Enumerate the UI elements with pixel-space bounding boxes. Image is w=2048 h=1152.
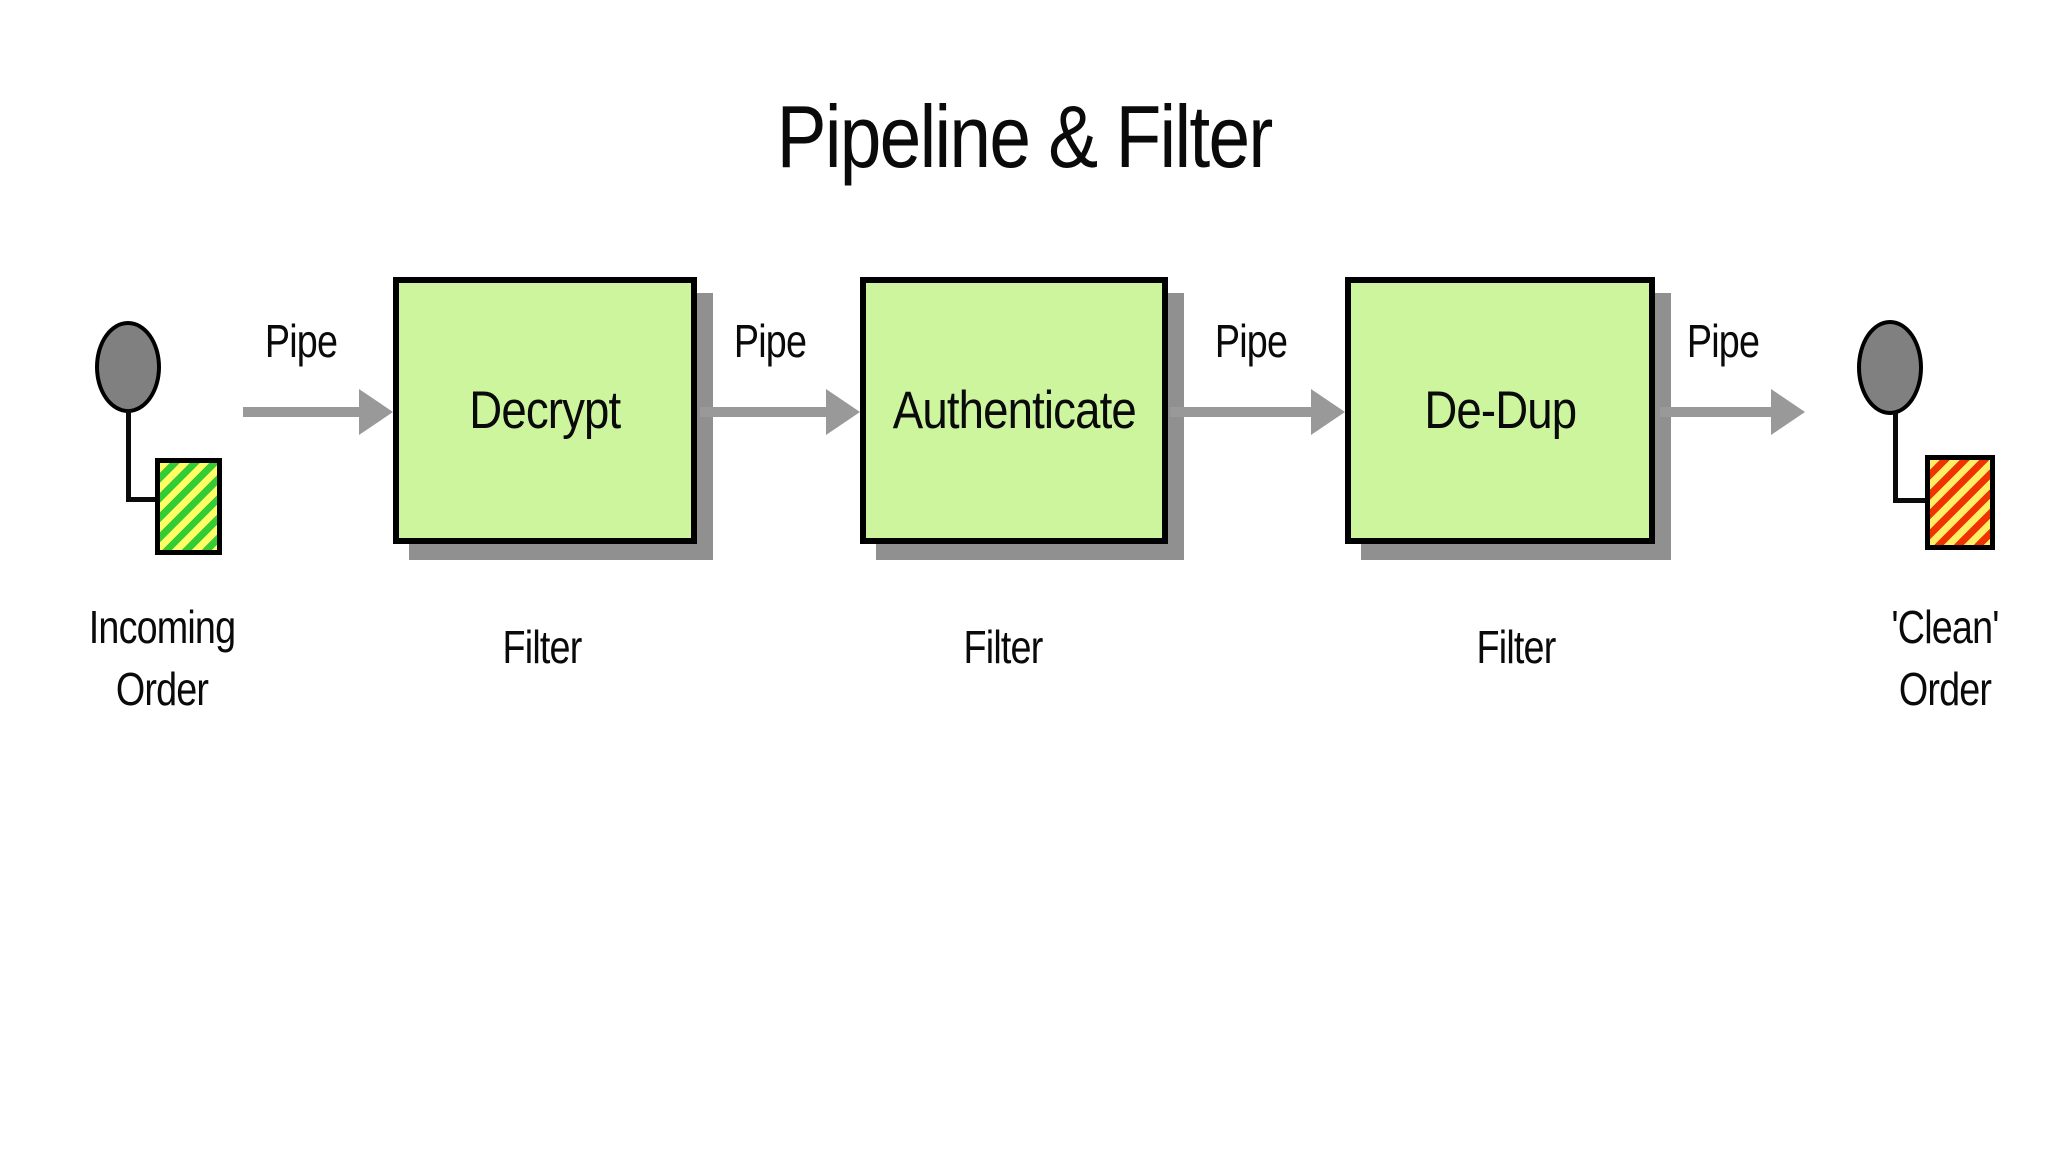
filter-caption-2: Filter <box>963 621 1044 673</box>
pipe-label-3: Pipe <box>1214 315 1288 367</box>
connector-line <box>126 497 160 502</box>
clean-order-label-line1: 'Clean' <box>1891 601 1999 653</box>
incoming-order-label-line1: Incoming <box>88 601 236 653</box>
clean-order-label: 'Clean' Order <box>1891 596 1999 720</box>
filter-caption-3: Filter <box>1476 621 1557 673</box>
clean-order-document-icon <box>1925 455 1995 550</box>
incoming-order-label-line2: Order <box>115 663 209 715</box>
pipe-label-1: Pipe <box>264 315 338 367</box>
clean-order-label-line2: Order <box>1898 663 1992 715</box>
page-title: Pipeline & Filter <box>0 86 2048 188</box>
pipe-arrowhead-icon <box>826 389 860 435</box>
pipe-arrowhead-icon <box>1311 389 1345 435</box>
filter-box-authenticate: Authenticate <box>860 277 1168 544</box>
clean-order-node-icon <box>1857 320 1923 415</box>
filter-box-decrypt: Decrypt <box>393 277 697 544</box>
connector-line <box>1893 412 1898 503</box>
filter-box-de-dup-label: De-Dup <box>1424 381 1577 440</box>
incoming-order-label: Incoming Order <box>88 596 236 720</box>
pipe-label-4: Pipe <box>1686 315 1760 367</box>
pipe-arrowhead-icon <box>359 389 393 435</box>
incoming-order-document-icon <box>155 458 222 555</box>
pipe-arrow-4 <box>1660 407 1773 417</box>
page-title-text: Pipeline & Filter <box>776 87 1274 186</box>
incoming-order-node-icon <box>95 321 161 413</box>
pipe-arrowhead-icon <box>1771 389 1805 435</box>
pipe-label-2: Pipe <box>733 315 807 367</box>
connector-line <box>1893 498 1925 503</box>
filter-box-decrypt-label: Decrypt <box>469 381 621 440</box>
connector-line <box>126 409 131 502</box>
filter-box-de-dup: De-Dup <box>1345 277 1655 544</box>
pipe-arrow-3 <box>1170 407 1313 417</box>
filter-box-authenticate-label: Authenticate <box>892 381 1136 440</box>
filter-caption-1: Filter <box>502 621 583 673</box>
pipe-arrow-1 <box>243 407 361 417</box>
pipe-arrow-2 <box>700 407 828 417</box>
